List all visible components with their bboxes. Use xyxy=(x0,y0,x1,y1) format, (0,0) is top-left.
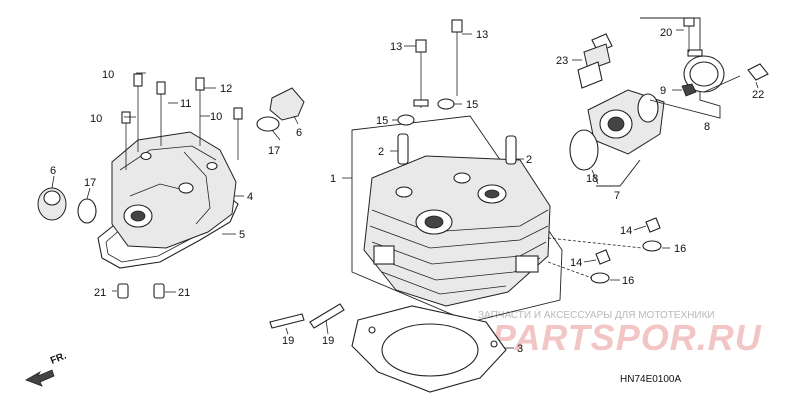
callout-17: 17 xyxy=(268,145,280,157)
callout-5: 5 xyxy=(239,229,245,241)
washer xyxy=(642,240,662,252)
callout-16: 16 xyxy=(674,243,686,255)
o-ring xyxy=(569,129,599,171)
callout-11: 11 xyxy=(180,98,191,110)
bolt xyxy=(595,249,611,265)
valve-guide xyxy=(397,133,409,165)
washer xyxy=(437,98,455,110)
callout-6: 6 xyxy=(50,165,56,177)
callout-6: 6 xyxy=(296,127,302,139)
front-direction-indicator: FR. xyxy=(25,350,68,387)
callout-17: 17 xyxy=(84,177,96,189)
valve-guide xyxy=(505,135,517,165)
bolt xyxy=(747,63,769,81)
callout-22: 22 xyxy=(752,89,764,101)
callout-23: 23 xyxy=(556,55,568,67)
callout-20: 20 xyxy=(660,27,672,39)
cover-bolts xyxy=(121,73,243,170)
band-screw xyxy=(683,17,695,27)
watermark-text: ЗАПЧАСТИ И АКСЕССУАРЫ ДЛЯ МОТОТЕХНИКИ xyxy=(478,310,715,321)
callout-8: 8 xyxy=(704,121,710,133)
watermark: ЗАПЧАСТИ И АКСЕССУАРЫ ДЛЯ МОТОТЕХНИКИ PA… xyxy=(478,310,762,358)
callout-12: 12 xyxy=(220,83,232,95)
cap xyxy=(269,87,305,121)
washer xyxy=(590,272,610,284)
callout-10: 10 xyxy=(210,111,222,123)
callout-21: 21 xyxy=(94,287,106,299)
cylinder-head-cover xyxy=(111,131,237,249)
callout-15: 15 xyxy=(376,115,388,127)
callout-4: 4 xyxy=(247,191,253,203)
o-ring xyxy=(77,198,97,224)
callout-18: 18 xyxy=(586,173,598,185)
callout-16: 16 xyxy=(622,275,634,287)
callouts: 1 2 2 3 4 5 6 6 7 8 9 10 10 10 11 12 13 … xyxy=(50,27,764,355)
head-bolt xyxy=(415,39,427,53)
callout-2: 2 xyxy=(526,154,532,166)
callout-10: 10 xyxy=(90,113,102,125)
callout-3: 3 xyxy=(517,343,523,355)
head-bolt xyxy=(451,19,463,33)
callout-10: 10 xyxy=(102,69,114,81)
cylinder-head-cover-assembly xyxy=(37,72,305,299)
callout-2: 2 xyxy=(378,146,384,158)
bolt xyxy=(645,217,661,233)
spark-plug xyxy=(572,33,613,89)
callout-9: 9 xyxy=(660,85,666,97)
front-label: FR. xyxy=(49,350,68,366)
callout-7: 7 xyxy=(614,190,620,202)
callout-21: 21 xyxy=(178,287,190,299)
dowel-pin xyxy=(153,283,165,299)
callout-1: 1 xyxy=(330,173,336,185)
watermark-logo: PARTSPOR.RU xyxy=(492,317,762,358)
front-arrow-icon xyxy=(25,369,55,387)
callout-13: 13 xyxy=(390,41,402,53)
callout-13: 13 xyxy=(476,29,488,41)
callout-19: 19 xyxy=(322,335,334,347)
o-ring xyxy=(256,116,280,132)
callout-14: 14 xyxy=(620,225,632,237)
stud-bolt xyxy=(269,303,345,335)
callout-15: 15 xyxy=(466,99,478,111)
intake-assembly xyxy=(569,17,769,187)
nut xyxy=(681,83,697,97)
callout-19: 19 xyxy=(282,335,294,347)
washer xyxy=(397,114,415,126)
dowel-pin xyxy=(117,283,129,299)
callout-14: 14 xyxy=(570,257,582,269)
diagram-code: HN74E0100A xyxy=(620,374,681,385)
cylinder-head-assembly xyxy=(269,19,670,393)
